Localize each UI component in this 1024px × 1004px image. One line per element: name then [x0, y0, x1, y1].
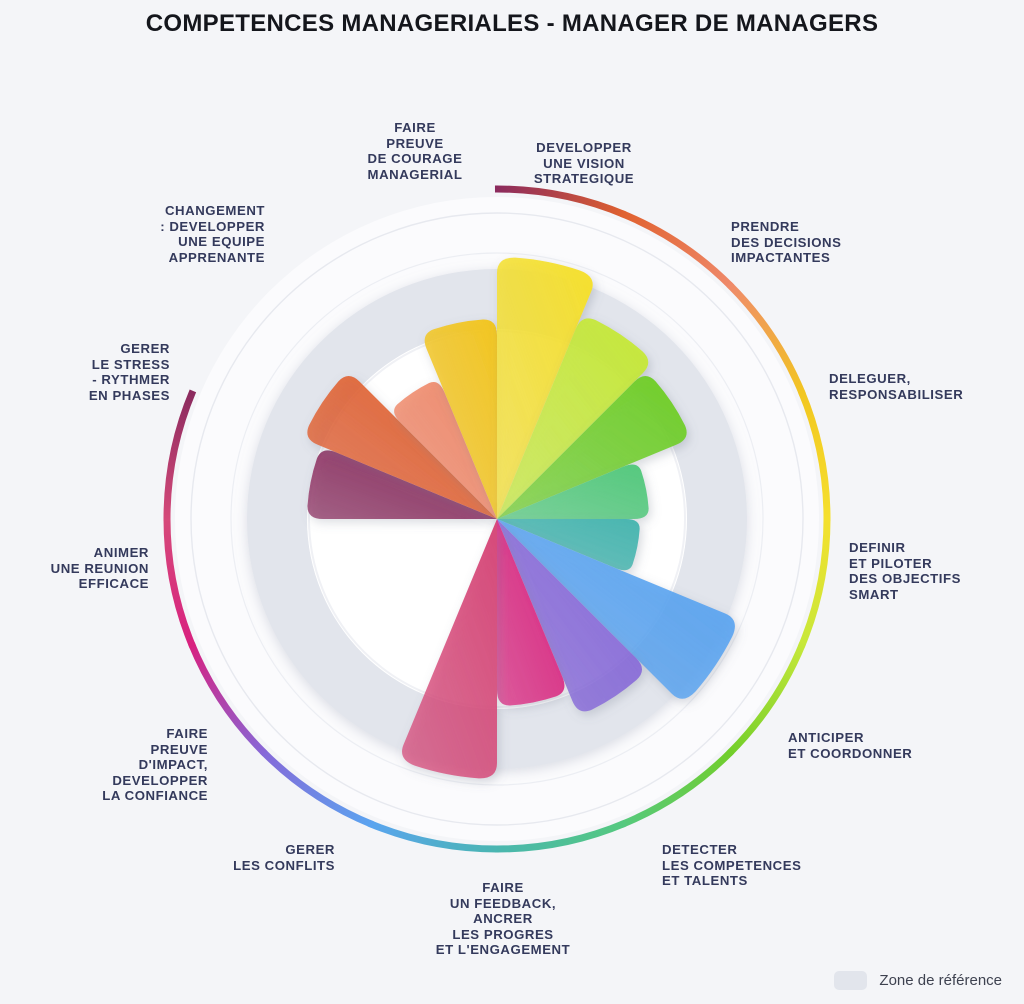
petal-shape[interactable]: [497, 257, 593, 519]
ring-segment: [163, 389, 197, 522]
grid-circle-outer: [190, 212, 804, 826]
axis-label-developper-une-vision-strategique: DEVELOPPER UNE VISION STRATEGIQUE: [533, 140, 635, 187]
axis-label-gerer-les-conflits: GERER LES CONFLITS: [233, 842, 335, 873]
axis-label-faire-un-feedback: FAIRE UN FEEDBACK, ANCRER LES PROGRES ET…: [435, 880, 571, 958]
ring-segment: [367, 819, 500, 853]
petal-shape[interactable]: [497, 519, 643, 712]
petal-shape[interactable]: [307, 450, 497, 519]
petal-shape[interactable]: [497, 519, 735, 699]
petal-shape[interactable]: [402, 519, 497, 779]
petal[interactable]: [497, 376, 687, 519]
petal-shape[interactable]: [497, 318, 649, 519]
petal-shape[interactable]: [424, 319, 497, 519]
petal[interactable]: [424, 319, 497, 519]
petal-shape[interactable]: [497, 464, 649, 519]
petal[interactable]: [497, 519, 640, 571]
axis-label-detecter-les-competences-et-talents: DETECTER LES COMPETENCES ET TALENTS: [662, 842, 802, 889]
ring-segment: [797, 389, 831, 522]
ring-segment: [726, 281, 806, 396]
petal[interactable]: [307, 376, 497, 519]
grid-circle-mid: [230, 252, 764, 786]
legend-swatch-reference-zone: [834, 971, 868, 990]
page-title: COMPETENCES MANAGERIALES - MANAGER DE MA…: [145, 10, 879, 37]
axis-label-gerer-le-stress: GERER LE STRESS - RYTHMER EN PHASES: [88, 341, 170, 403]
petal[interactable]: [497, 257, 593, 519]
petal[interactable]: [497, 519, 735, 699]
ring-segment: [494, 819, 627, 853]
ring-segment: [259, 748, 374, 828]
axis-label-definir-et-piloter-des-objectifs-smart: DEFINIR ET PILOTER DES OBJECTIFS SMART: [849, 540, 961, 602]
axis-label-faire-preuve-de-courage-managerial: FAIRE PREUVE DE COURAGE MANAGERIAL: [367, 120, 463, 182]
petal-shape[interactable]: [394, 381, 497, 519]
petal-shape[interactable]: [497, 376, 687, 519]
petal-shape[interactable]: [307, 376, 497, 519]
petals-group: [307, 257, 735, 779]
petal-shape[interactable]: [497, 519, 565, 706]
petal[interactable]: [394, 381, 497, 519]
ring-segment: [620, 210, 735, 290]
petal[interactable]: [497, 519, 565, 706]
legend: Zone de référence: [834, 971, 1002, 990]
petal[interactable]: [497, 519, 643, 712]
ring-segment: [726, 642, 806, 757]
axis-label-animer-une-reunion-efficace: ANIMER UNE REUNION EFFICACE: [50, 545, 149, 592]
axis-label-prendre-des-decisions-impactantes: PRENDRE DES DECISIONS IMPACTANTES: [731, 219, 842, 266]
petal[interactable]: [497, 464, 649, 519]
axis-label-faire-preuve-dimpact: FAIRE PREUVE D'IMPACT, DEVELOPPER LA CON…: [102, 726, 208, 804]
petal[interactable]: [307, 450, 497, 519]
axis-label-anticiper-et-coordonner: ANTICIPER ET COORDONNER: [788, 730, 913, 761]
petal[interactable]: [402, 519, 497, 779]
ring-segment: [620, 748, 735, 828]
axis-label-deleguer-responsabiliser: DELEGUER, RESPONSABILISER: [829, 371, 964, 402]
petal-shape[interactable]: [497, 519, 640, 571]
legend-label-reference-zone: Zone de référence: [879, 972, 1002, 989]
axis-label-changement-developper-une-equipe-apprenante: CHANGEMENT : DEVELOPPER UNE EQUIPE APPRE…: [160, 203, 265, 265]
ring-segment: [163, 516, 197, 649]
ring-segment: [797, 516, 831, 649]
petal[interactable]: [497, 318, 649, 519]
ring-segment: [494, 185, 627, 219]
outer-color-ring: [163, 185, 831, 853]
ring-segment: [188, 642, 268, 757]
